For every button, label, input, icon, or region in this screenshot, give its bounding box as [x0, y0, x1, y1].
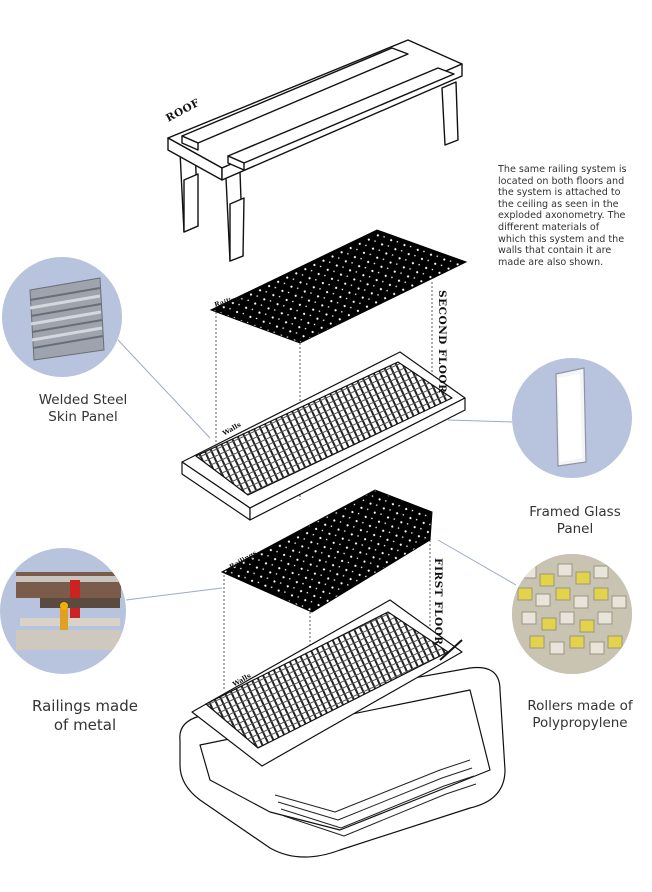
- second-floor-label: SECOND FLOOR: [436, 290, 448, 394]
- first-floor-plate: [191, 599, 463, 767]
- welded-steel-circle: [2, 257, 122, 377]
- framed-glass-caption: Framed Glass Panel: [510, 504, 640, 538]
- framed-glass-circle: [512, 358, 632, 478]
- railings-metal-circle: [0, 548, 126, 674]
- framed-glass-line1: Framed Glass: [529, 504, 621, 520]
- ceiling-grid-upper: [209, 229, 468, 344]
- railings-metal-line2: of metal: [53, 716, 117, 734]
- railings-metal-line1: Railings made: [32, 697, 138, 715]
- rollers-line1: Rollers made of: [527, 698, 633, 714]
- ceiling-grid-lower: [220, 489, 433, 613]
- welded-steel-line1: Welded Steel: [38, 392, 128, 408]
- railings-metal-caption: Railings made of metal: [10, 697, 160, 735]
- framed-glass-line2: Panel: [556, 521, 594, 537]
- welded-steel-line2: Skin Panel: [48, 409, 118, 425]
- second-floor-plate: [181, 351, 466, 521]
- welded-steel-caption: Welded Steel Skin Panel: [8, 392, 158, 426]
- first-floor-label: FIRST FLOOR: [432, 558, 444, 646]
- rollers-line2: Polypropylene: [532, 715, 628, 731]
- roof-structure: [167, 39, 463, 262]
- rollers-circle: [512, 554, 632, 674]
- rollers-caption: Rollers made of Polypropylene: [510, 698, 650, 732]
- description-text: The same railing system is located on bo…: [498, 164, 627, 268]
